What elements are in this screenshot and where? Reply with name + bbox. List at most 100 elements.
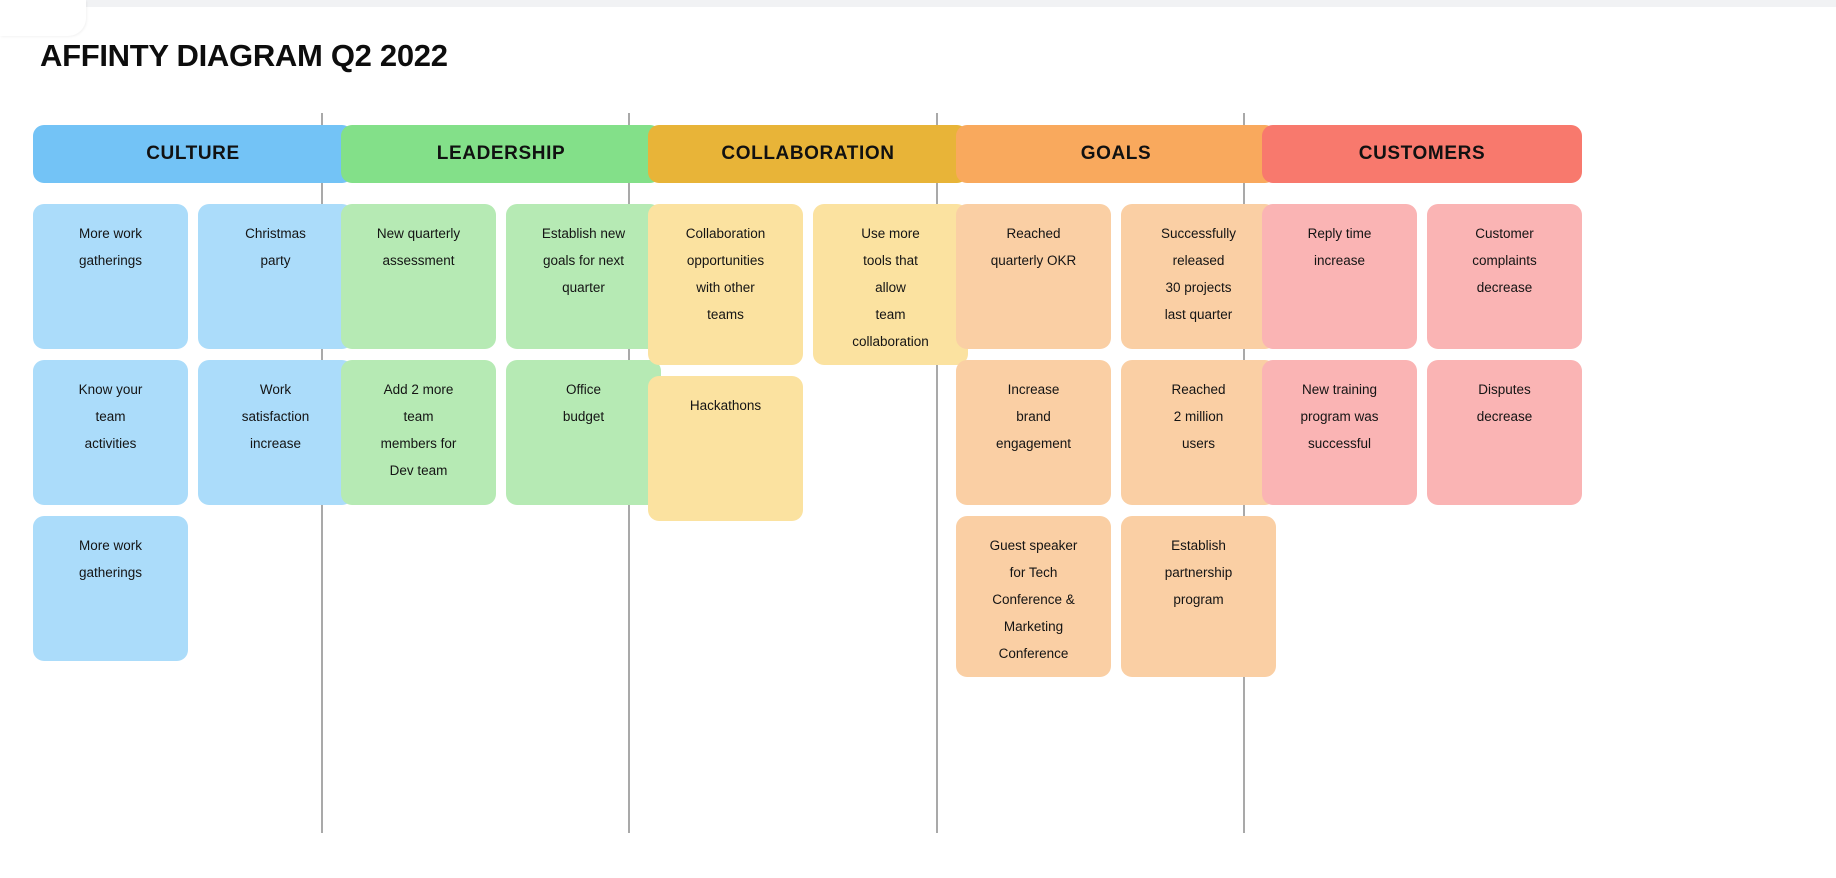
sticky-note-line: program (1173, 592, 1224, 607)
sticky-note[interactable]: Collaboration opportunities with other team… (648, 204, 803, 365)
sticky-note-line: More work (78, 538, 142, 553)
sticky-note[interactable]: New training program was successful (1262, 360, 1417, 505)
sticky-note-line: opportunities (686, 253, 765, 268)
sticky-note-line: program was (1300, 409, 1379, 424)
sticky-note-line: Conference (998, 646, 1069, 661)
column-header-leadership[interactable]: LEADERSHIP (341, 125, 661, 183)
sticky-note-line: New training (1301, 382, 1378, 397)
sticky-note-line: More work (78, 226, 142, 241)
sticky-note-line: with other (696, 280, 755, 295)
window-top-strip (0, 0, 1836, 7)
sticky-note-line: last quarter (1164, 307, 1233, 322)
page-title: AFFINTY DIAGRAM Q2 2022 (40, 38, 448, 73)
sticky-note-line: partnership (1164, 565, 1233, 580)
sticky-note-line: tools that (863, 253, 918, 268)
sticky-note[interactable]: New quarterly assessment (341, 204, 496, 349)
sticky-note-line: Customer (1475, 226, 1534, 241)
sticky-note-line: Christmas (245, 226, 306, 241)
sticky-note-line: Add 2 more (383, 382, 454, 397)
column-customers: CUSTOMERS Reply time increase Customer compl… (1262, 125, 1582, 505)
sticky-note-line: engagement (995, 436, 1072, 451)
column-collaboration: COLLABORATION Collaboration opportunities w… (648, 125, 968, 521)
sticky-note-line: quarterly OKR (990, 253, 1077, 268)
sticky-note-line: released (1172, 253, 1225, 268)
sticky-note-line: budget (562, 409, 605, 424)
sticky-note-line: Reached (1006, 226, 1061, 241)
sticky-note-line: Marketing (1003, 619, 1064, 634)
sticky-note-line: satisfaction (241, 409, 310, 424)
sticky-note-line: Conference & (992, 592, 1075, 607)
sticky-note[interactable]: Disputes decrease (1427, 360, 1582, 505)
sticky-note[interactable]: Reply time increase (1262, 204, 1417, 349)
column-header-culture[interactable]: CULTURE (33, 125, 353, 183)
column-divider-3 (936, 113, 938, 833)
sticky-note-line: team (95, 409, 126, 424)
card-group-collaboration: Collaboration opportunities with other team… (648, 204, 968, 521)
sticky-note-line: users (1181, 436, 1215, 451)
sticky-note-line: Dev team (389, 463, 448, 478)
sticky-note-line: assessment (382, 253, 455, 268)
sticky-note-line: party (260, 253, 291, 268)
sticky-note-line: New quarterly (376, 226, 461, 241)
sticky-note-line: teams (707, 307, 744, 322)
sticky-note-line: Disputes (1478, 382, 1531, 397)
column-header-goals[interactable]: GOALS (956, 125, 1276, 183)
card-group-goals: Reached quarterly OKR Successfully released… (956, 204, 1276, 677)
sticky-note-line: activities (84, 436, 137, 451)
sticky-note-line: Reply time (1307, 226, 1372, 241)
sticky-note-line: Guest speaker (989, 538, 1078, 553)
sticky-note-line: 30 projects (1165, 280, 1232, 295)
sticky-note[interactable]: More work gatherings (33, 516, 188, 661)
sticky-note[interactable]: Establish partnership program (1121, 516, 1276, 677)
sticky-note[interactable]: Reached quarterly OKR (956, 204, 1111, 349)
sticky-note-line: gatherings (78, 253, 143, 268)
sticky-note-line: Successfully (1160, 226, 1237, 241)
sticky-note-line: allow (875, 280, 906, 295)
sticky-note-line: goals for next (542, 253, 625, 268)
sticky-note-line: members for (380, 436, 457, 451)
sticky-note-line: Establish (1171, 538, 1226, 553)
sticky-note[interactable]: Know your team activities (33, 360, 188, 505)
sticky-note-line: successful (1307, 436, 1372, 451)
column-header-collaboration[interactable]: COLLABORATION (648, 125, 968, 183)
sticky-note-line: team (403, 409, 434, 424)
sticky-note[interactable]: Successfully released 30 projects last quar… (1121, 204, 1276, 349)
sticky-note[interactable]: Work satisfaction increase (198, 360, 353, 505)
sticky-note-line: increase (1313, 253, 1366, 268)
column-goals: GOALS Reached quarterly OKR Successfully rel… (956, 125, 1276, 677)
sticky-note-line: quarter (562, 280, 605, 295)
panel-corner-artifact (0, 0, 86, 36)
sticky-note-line: Use more (861, 226, 920, 241)
sticky-note-line: Know your (78, 382, 143, 397)
sticky-note[interactable]: More work gatherings (33, 204, 188, 349)
sticky-note-line: Office (565, 382, 601, 397)
sticky-note-line: Collaboration (685, 226, 766, 241)
sticky-note-line: collaboration (852, 334, 929, 349)
sticky-note[interactable]: Customer complaints decrease (1427, 204, 1582, 349)
sticky-note-line: 2 million (1173, 409, 1224, 424)
column-culture: CULTURE More work gatherings Christmas party… (33, 125, 353, 661)
sticky-note-line: gatherings (78, 565, 143, 580)
sticky-note[interactable]: Office budget (506, 360, 661, 505)
sticky-note-line: Work (259, 382, 292, 397)
sticky-note-line: Increase (1007, 382, 1060, 397)
column-header-customers[interactable]: CUSTOMERS (1262, 125, 1582, 183)
sticky-note-line: increase (249, 436, 302, 451)
card-group-customers: Reply time increase Customer complaints decr… (1262, 204, 1582, 505)
sticky-note[interactable]: Hackathons (648, 376, 803, 521)
sticky-note-line: complaints (1472, 253, 1537, 268)
sticky-note-line: decrease (1476, 280, 1533, 295)
sticky-note-line: decrease (1476, 409, 1533, 424)
sticky-note[interactable]: Christmas party (198, 204, 353, 349)
sticky-note-line: for Tech (1009, 565, 1058, 580)
